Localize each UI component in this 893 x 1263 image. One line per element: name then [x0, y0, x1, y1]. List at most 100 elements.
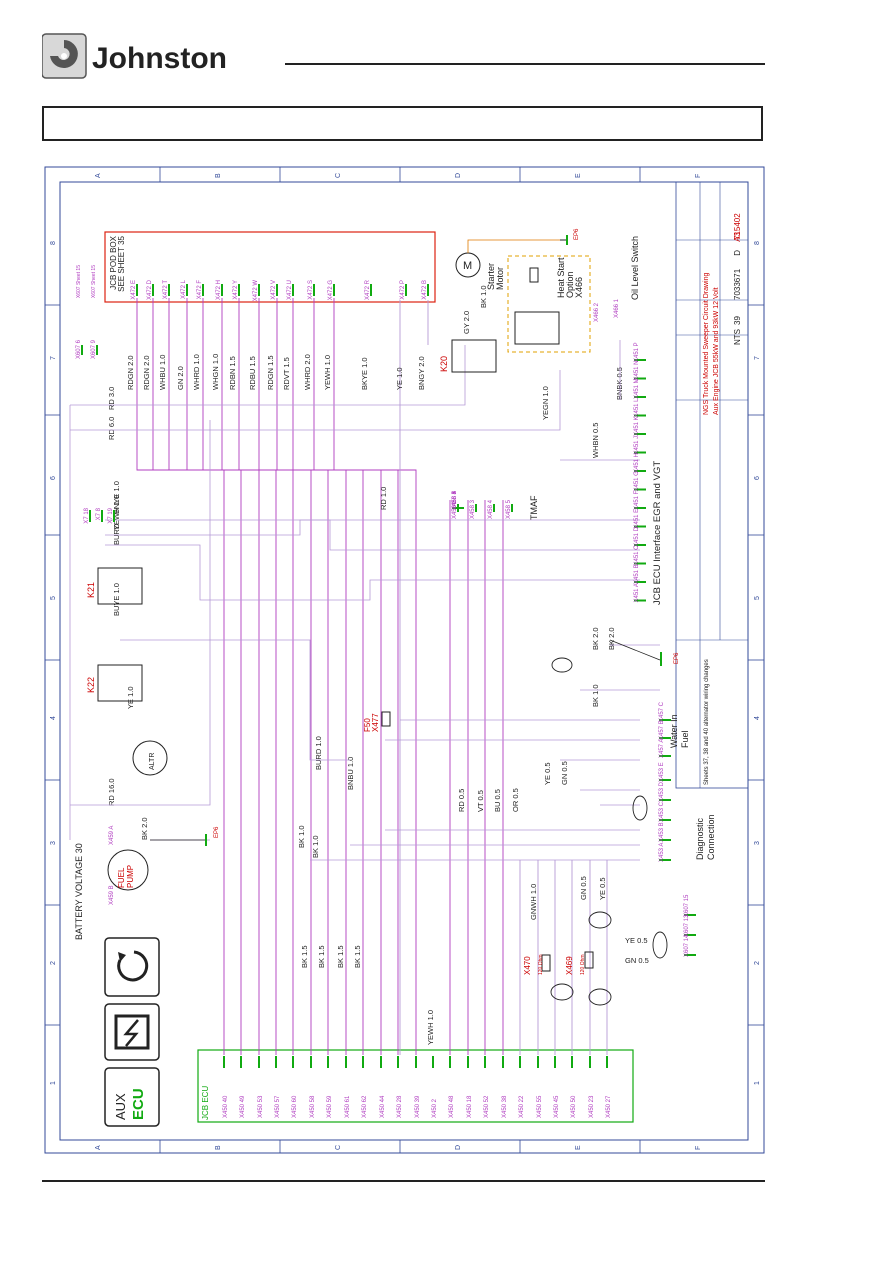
wire-bk10-c: BK 1.0	[591, 684, 600, 707]
ecu-pin-label: X450 48	[449, 1095, 455, 1118]
pod-pin-label: X472 P	[400, 280, 406, 300]
pod-pin-label: X472 U	[287, 280, 293, 300]
grid-col-label: D	[455, 1145, 462, 1150]
top-wire-label: BNGY 2.0	[417, 356, 426, 390]
wire-bk20-b: BK 2.0	[607, 627, 616, 650]
ep6-label-mid: EP6	[674, 652, 680, 664]
engine-rotation-icon	[104, 937, 160, 997]
wire-rd05: RD 0.5	[457, 789, 466, 812]
wire-yewh-b: YEWH 1.0	[426, 1010, 435, 1045]
starter-m: M	[463, 260, 472, 272]
wire-trunk	[221, 298, 312, 1055]
wire-trunk	[292, 298, 382, 1055]
wire-gn05: GN 0.5	[560, 761, 569, 785]
x451-pin-label: X451 P	[634, 342, 640, 362]
x470-ohm: 120 Ohm	[538, 954, 544, 975]
brand-name: Johnston	[92, 42, 227, 75]
grid-col-label: E	[575, 173, 582, 178]
ecu-pin-label: X450 27	[606, 1095, 612, 1118]
wire-ye05: YE 0.5	[543, 762, 552, 785]
ecu-pin-label: X450 28	[397, 1095, 403, 1118]
wire-buye: BUYE 1.0	[112, 583, 121, 616]
ecu-pin-label: X450 49	[240, 1095, 246, 1118]
wire-bk15: BK 1.5	[317, 945, 326, 968]
wire-trunk	[333, 298, 417, 1055]
jcb-ecu-label: JCB ECU	[201, 1086, 210, 1120]
k22-relay-icon	[97, 664, 143, 702]
ecu-pin-label: X450 22	[519, 1095, 525, 1118]
x451-pin-label: X451 G	[634, 471, 640, 492]
starter-label-1: Starter	[486, 263, 496, 290]
wire-yewh: YEWH 1.0	[112, 495, 121, 530]
wire-yegn: YEGN 1.0	[541, 386, 550, 420]
drawing-subtitle: Aux Engine JCB 55kW and 93kW 12 Volt	[713, 287, 720, 415]
x469-label: X469	[565, 956, 574, 975]
x607-pin-label: X607 13	[684, 914, 690, 937]
ecu-pin-label: X450 53	[258, 1095, 264, 1118]
x453-pin-label: X453 B	[659, 822, 665, 842]
wire-vt05: VT 0.5	[476, 790, 485, 812]
top-wire-label: RDGN 2.0	[126, 355, 135, 390]
wire-ye10: YE 1.0	[126, 686, 135, 709]
pod-pin-label: X472 Y	[233, 280, 239, 300]
x457-pin-label: X457 B	[659, 720, 665, 740]
x458-pin-label: X458 3	[470, 499, 476, 519]
grid-col-label: B	[215, 1145, 222, 1150]
wire-trunk	[276, 298, 364, 1055]
wire-burd: BURD	[112, 523, 121, 545]
x451-pin-label: X451 A	[634, 583, 640, 602]
size-code: D	[733, 250, 742, 256]
fuel-pump-1: FUEL	[117, 867, 126, 888]
wire-bnbu: BNBU 1.0	[346, 757, 355, 790]
ecu-pin-label: X450 55	[537, 1095, 543, 1118]
wire-bnbk: BNBK 0.5	[615, 367, 624, 400]
ecu-pin-label: X450 62	[362, 1095, 368, 1118]
aux-label: AUX	[113, 1093, 128, 1120]
wire-bk-motor: BK 1.0	[479, 285, 488, 308]
ecu-pin-label: X450 40	[223, 1095, 229, 1118]
top-wire-label: BKYE 1.0	[360, 357, 369, 390]
f50-label: F50	[363, 718, 372, 732]
tmaf-label: TMAF	[529, 495, 539, 520]
heat-start-1: Heat Start	[556, 257, 566, 298]
x458-pin-label: X458 4	[452, 490, 458, 510]
drawing-number: 7033671	[733, 268, 742, 300]
pod-pin-label: X472 F	[197, 280, 203, 300]
ecu-pin-label: X450 58	[310, 1095, 316, 1118]
wire-whbn: WHBN 0.5	[591, 423, 600, 458]
wire-rd30: RD 3.0	[107, 387, 116, 410]
grid-col-label: C	[335, 173, 342, 178]
pod-pin-label: X472 B	[422, 280, 428, 300]
ecu-pin-label: X450 38	[502, 1095, 508, 1118]
top-wire-label: WHRD 2.0	[303, 354, 312, 390]
pod-box-label-2: SEE SHEET 35	[117, 235, 126, 291]
grid-row-label: 4	[754, 716, 761, 720]
doc-number: 715402	[733, 213, 742, 240]
grid-col-label: C	[335, 1145, 342, 1150]
title-box	[42, 106, 763, 141]
sheet-number: 39	[733, 316, 742, 325]
wire-rd60: RD 6.0	[107, 417, 116, 440]
top-wire-label: WHBU 1.0	[158, 355, 167, 390]
x607-left-pin-label: X607 6	[76, 339, 82, 359]
wire-trunk	[238, 298, 329, 1055]
grid-row-label: 7	[50, 356, 57, 360]
grid-row-label: 8	[50, 241, 57, 245]
pod-box-outline	[104, 231, 436, 303]
grid-col-label: F	[695, 174, 702, 178]
pod-pin-label: X472 R	[365, 279, 371, 300]
k21-relay-icon	[97, 567, 143, 605]
ecu-interface-label: JCB ECU Interface EGR and VGT	[652, 461, 663, 605]
alternator-label: ALTR	[149, 753, 156, 770]
x7-pin-label: X7 18	[84, 507, 90, 523]
ecu-pin-label: X450 52	[484, 1095, 490, 1118]
wire-trunk	[168, 298, 260, 1055]
top-wire-label: YE 1.0	[395, 367, 404, 390]
wire-rd10: RD 1.0	[379, 487, 388, 510]
ecu-pin-label: X450 44	[380, 1095, 386, 1118]
heat-start-2: Option	[565, 271, 575, 298]
ecu-pin-label: X450 18	[467, 1095, 473, 1118]
x459-b-label: X459 B	[109, 885, 115, 905]
grid-row-label: 6	[754, 476, 761, 480]
grid-row-label: 7	[754, 356, 761, 360]
